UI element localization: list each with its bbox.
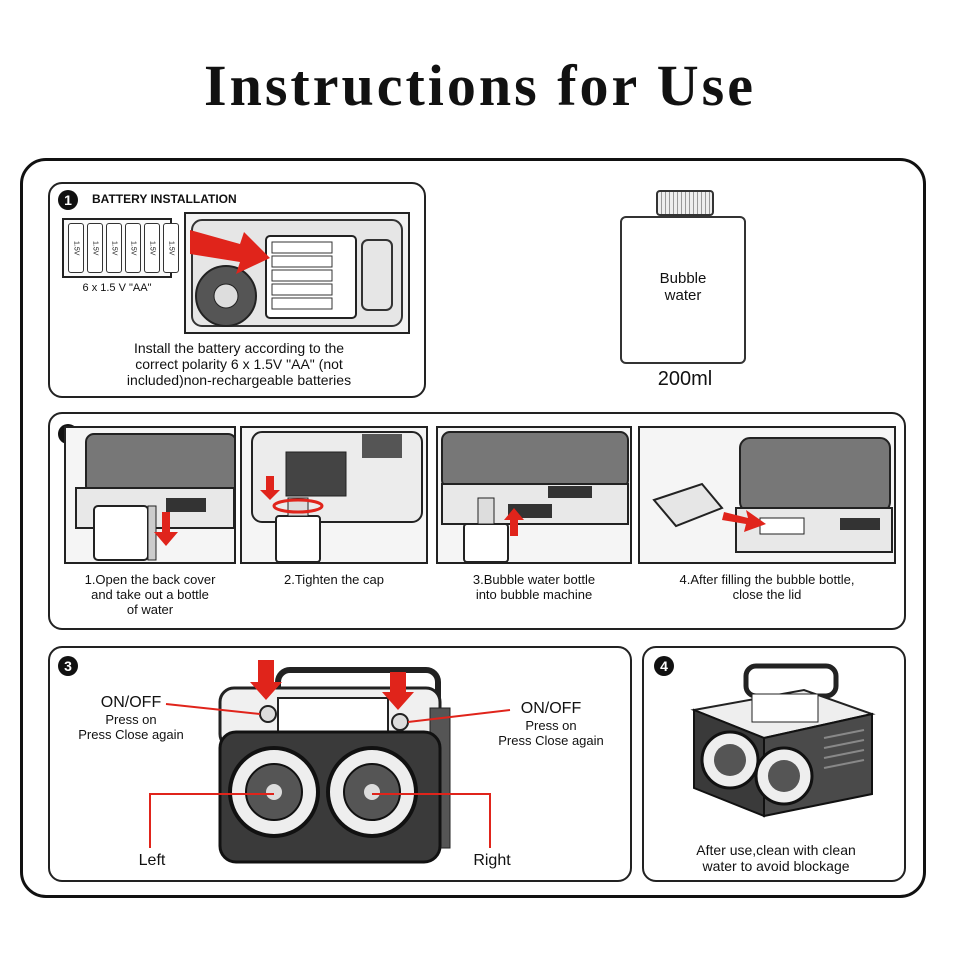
right-fan-label: Right bbox=[473, 852, 511, 869]
step2-substep1-illustration bbox=[64, 426, 236, 564]
bubble-water-bottle: Bubble water bbox=[620, 190, 750, 365]
page-title: Instructions for Use bbox=[204, 53, 756, 118]
caption-line: water to avoid blockage bbox=[702, 858, 850, 874]
step2-substep1-caption: 1.Open the back cover and take out a bot… bbox=[64, 572, 236, 617]
battery-cell: 1.5V bbox=[87, 223, 103, 273]
step3-number-badge: 3 bbox=[58, 656, 78, 676]
step1-description-line: Install the battery according to the bbox=[133, 340, 345, 356]
step1-description: Install the battery according to the cor… bbox=[80, 340, 398, 388]
step4-number-badge: 4 bbox=[654, 656, 674, 676]
insert-bottle-drawing bbox=[441, 431, 629, 562]
bottle-label: Bubble water bbox=[622, 270, 744, 304]
step2-substep3-illustration bbox=[436, 426, 632, 564]
battery-cell-label: 1.5V bbox=[110, 240, 118, 256]
step2-substep2-illustration bbox=[240, 426, 428, 564]
step1-heading: BATTERY INSTALLATION bbox=[92, 192, 237, 206]
caption-line: 1.Open the back cover bbox=[84, 572, 216, 587]
onoff-line: Press on bbox=[525, 718, 577, 733]
up-arrow-icon bbox=[504, 508, 524, 536]
bottle-cap bbox=[656, 190, 714, 216]
press-arrow-icon bbox=[250, 660, 282, 700]
step2-substep3-caption: 3.Bubble water bottle into bubble machin… bbox=[436, 572, 632, 602]
bottle-volume-label: 200ml bbox=[657, 368, 713, 390]
right-arrow-icon bbox=[722, 510, 766, 532]
battery-cell: 1.5V bbox=[125, 223, 141, 273]
press-arrow-icon bbox=[382, 672, 414, 710]
step3-panel: 3 ON/OFF Press on Press Close again ON/O… bbox=[48, 646, 632, 882]
battery-cell-label: 1.5V bbox=[167, 240, 175, 256]
battery-cell: 1.5V bbox=[144, 223, 160, 273]
step2-panel: 2 bbox=[48, 412, 906, 630]
bottle-label-line: Bubble bbox=[659, 270, 707, 287]
onoff-title: ON/OFF bbox=[100, 694, 162, 711]
machine-front-drawing bbox=[149, 660, 511, 864]
onoff-line: Press Close again bbox=[498, 733, 604, 748]
step4-panel: 4 After use,clean with clean water to av… bbox=[642, 646, 906, 882]
battery-cell: 1.5V bbox=[68, 223, 84, 273]
step1-description-line: included)non-rechargeable batteries bbox=[126, 372, 352, 388]
caption-line: 4.After filling the bubble bottle, bbox=[679, 572, 855, 587]
machine-angled-drawing bbox=[690, 663, 876, 818]
battery-pack-illustration: 1.5V 1.5V 1.5V 1.5V 1.5V 1.5V bbox=[62, 218, 179, 278]
step1-number-badge: 1 bbox=[58, 190, 78, 210]
onoff-line: Press on bbox=[105, 712, 157, 727]
onoff-title: ON/OFF bbox=[520, 700, 582, 717]
battery-cell: 1.5V bbox=[163, 223, 179, 273]
down-arrow-icon bbox=[154, 512, 178, 546]
left-fan-label: Left bbox=[138, 852, 166, 869]
caption-line: of water bbox=[126, 602, 174, 617]
step2-substep2-caption: 2.Tighten the cap bbox=[240, 572, 428, 587]
caption-line: close the lid bbox=[732, 587, 802, 602]
battery-count-label: 6 x 1.5 V "AA" bbox=[82, 282, 152, 294]
battery-compartment-drawing bbox=[190, 219, 403, 327]
left-onoff-label: ON/OFF Press on Press Close again bbox=[66, 694, 196, 742]
onoff-line: Press Close again bbox=[78, 727, 184, 742]
battery-cell-label: 1.5V bbox=[129, 240, 137, 256]
battery-compartment-illustration bbox=[184, 212, 410, 334]
tighten-cap-drawing bbox=[251, 431, 423, 562]
bottle-label-line: water bbox=[664, 287, 702, 304]
insert-arrow-icon bbox=[190, 230, 270, 274]
battery-cell-label: 1.5V bbox=[148, 240, 156, 256]
battery-cell: 1.5V bbox=[106, 223, 122, 273]
step2-substep4-illustration bbox=[638, 426, 896, 564]
instructions-frame bbox=[20, 158, 926, 898]
step2-substep4-caption: 4.After filling the bubble bottle, close… bbox=[638, 572, 896, 602]
caption-line: into bubble machine bbox=[475, 587, 593, 602]
battery-cell-label: 1.5V bbox=[91, 240, 99, 256]
battery-cell-label: 1.5V bbox=[72, 240, 80, 256]
open-cover-drawing bbox=[75, 433, 234, 561]
step1-description-line: correct polarity 6 x 1.5V "AA" (not bbox=[135, 356, 343, 372]
right-onoff-label: ON/OFF Press on Press Close again bbox=[486, 700, 616, 748]
caption-line: and take out a bottle bbox=[91, 587, 209, 602]
caption-line: 2.Tighten the cap bbox=[284, 572, 384, 587]
step1-panel: 1 BATTERY INSTALLATION 1.5V 1.5V 1.5V 1.… bbox=[48, 182, 426, 398]
step4-caption: After use,clean with clean water to avoi… bbox=[652, 842, 900, 874]
caption-line: After use,clean with clean bbox=[696, 842, 856, 858]
bottle-body: Bubble water bbox=[620, 216, 746, 364]
caption-line: 3.Bubble water bottle bbox=[472, 572, 596, 587]
battery-row: 1.5V 1.5V 1.5V 1.5V 1.5V 1.5V bbox=[64, 220, 179, 276]
down-arrow-icon bbox=[260, 476, 280, 500]
close-lid-drawing bbox=[652, 437, 893, 553]
